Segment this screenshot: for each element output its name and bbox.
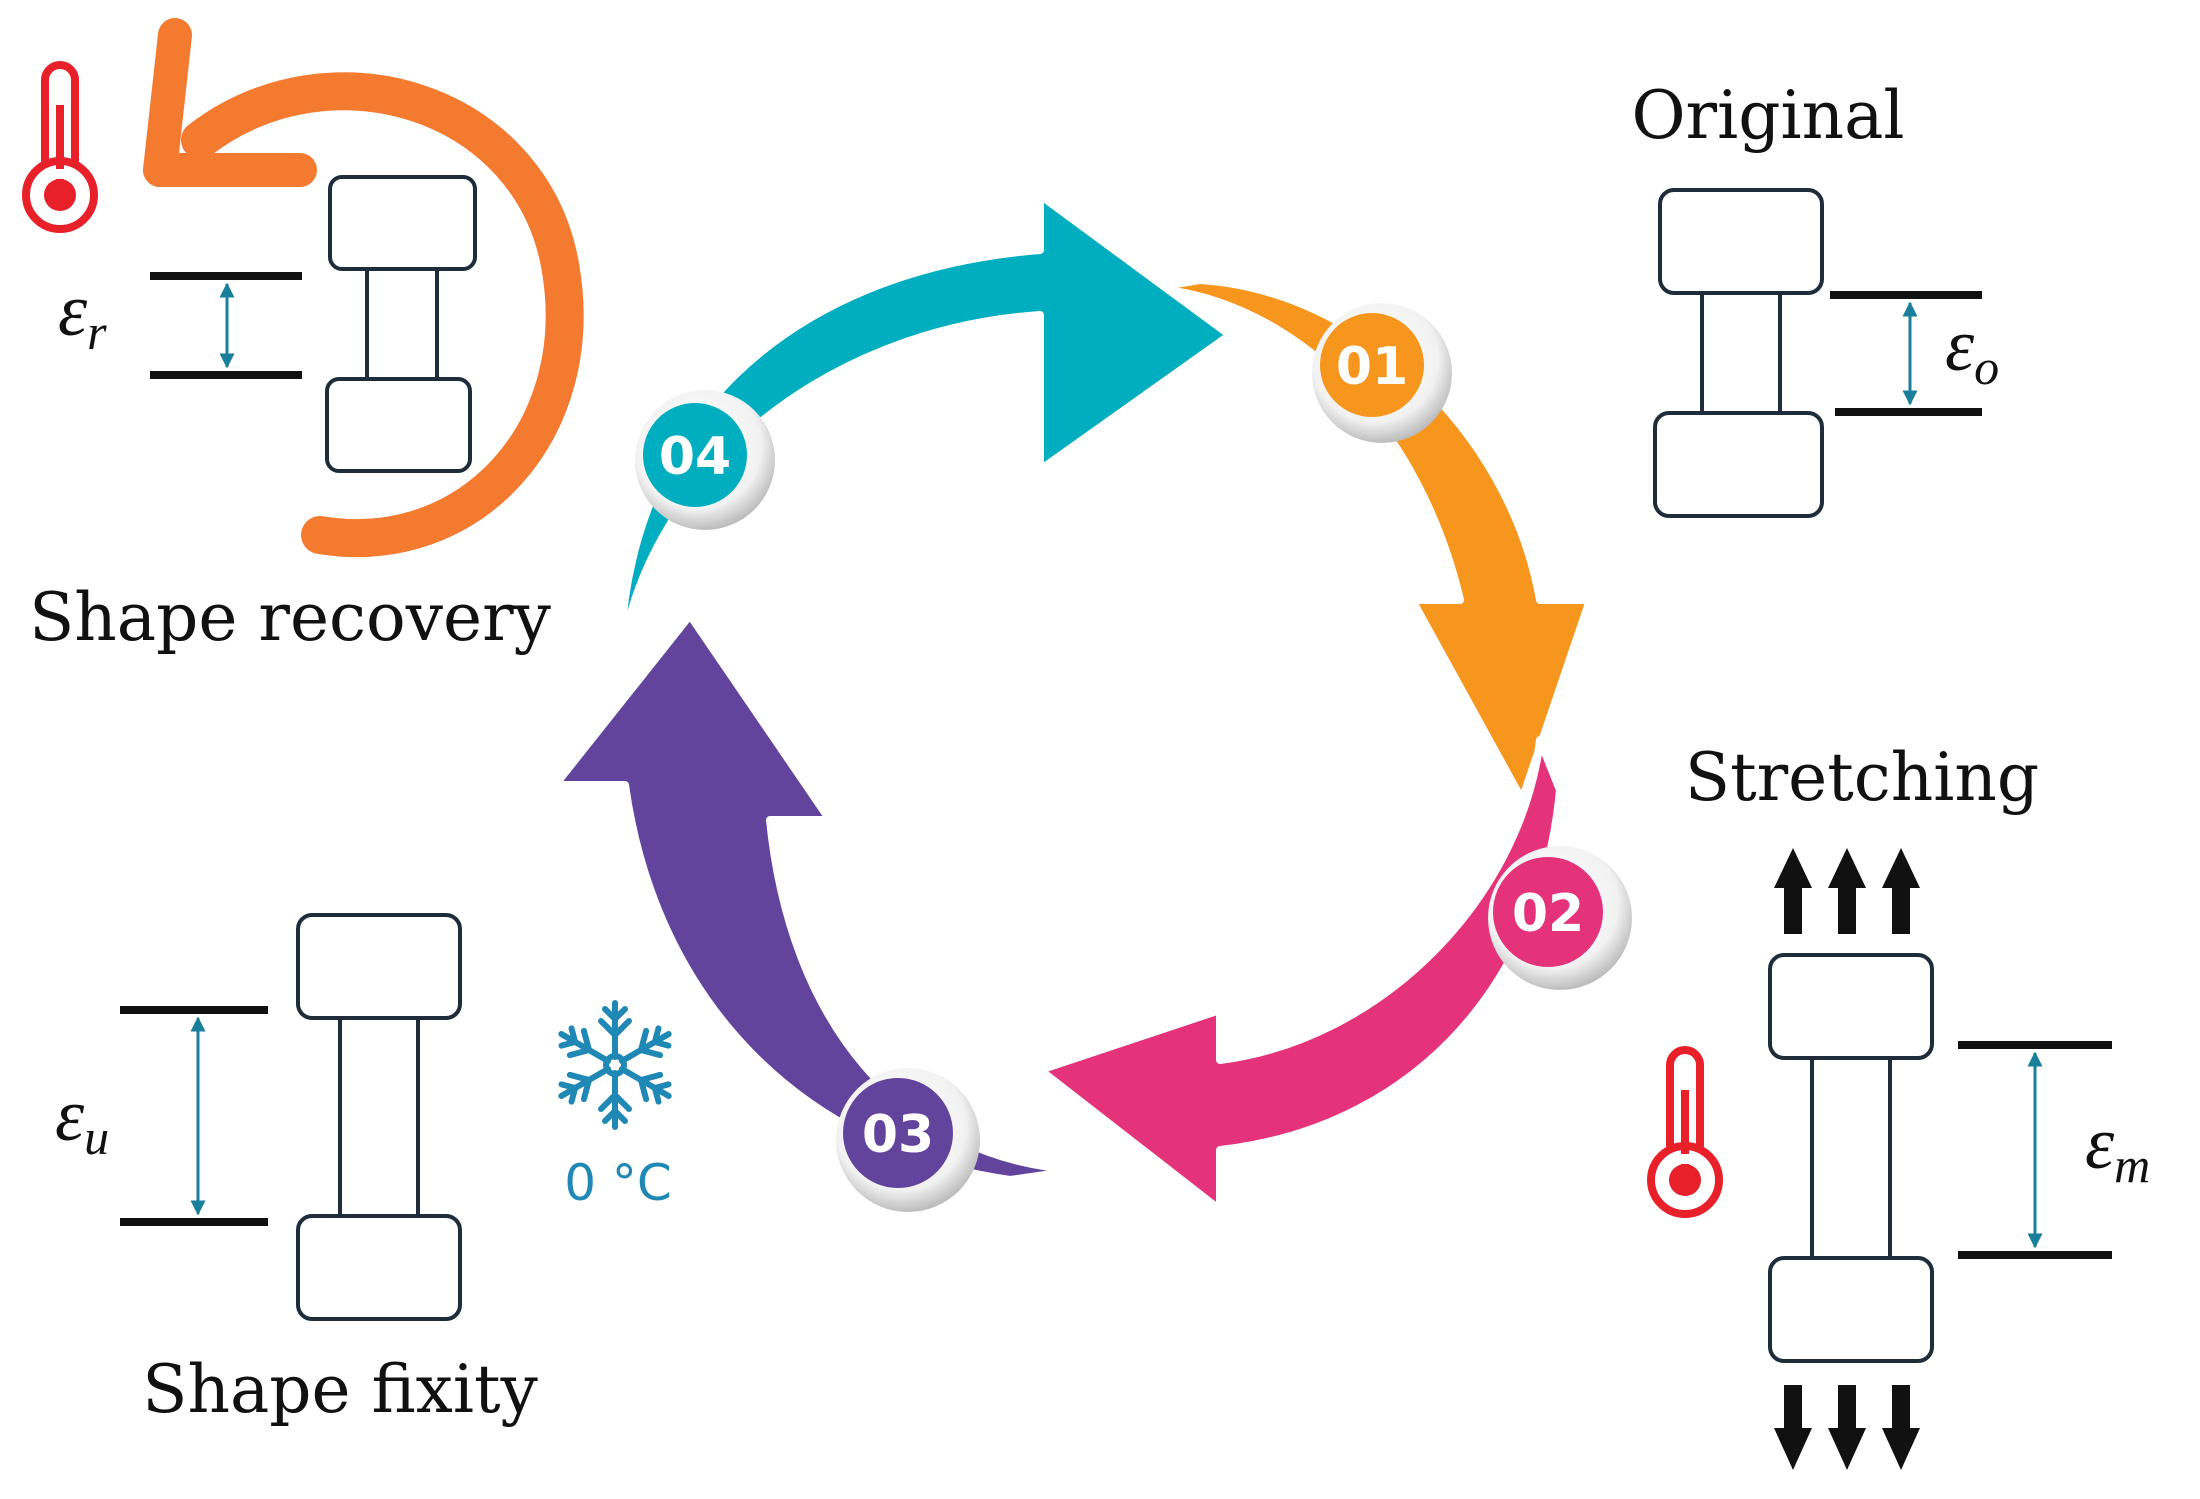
arrow-down-icon-group: [1774, 1385, 1920, 1470]
arrow-up-icon: [1774, 848, 1812, 934]
arrow-down-icon: [1774, 1385, 1812, 1470]
specimen-fixed: [296, 913, 462, 1321]
snowflake-icon: [554, 1000, 675, 1127]
original-label: Original: [1631, 77, 1904, 154]
arrow-up-icon: [1882, 848, 1920, 934]
strain-original-symbol: εo: [1945, 305, 1999, 395]
fixity-temperature: 0 °C: [564, 1154, 672, 1212]
specimen-recovered: [325, 175, 477, 473]
cycle-arrow-02: [1036, 736, 1564, 1214]
step-number-03: 03: [862, 1105, 934, 1165]
specimen-original: [1653, 188, 1824, 518]
cycle-ring: 01 02 03 04: [551, 191, 1632, 1214]
step-badge-01: 01: [1312, 303, 1452, 443]
stage-stretching: Stretching εm: [1647, 739, 2150, 1470]
strain-fixed-symbol: εu: [55, 1075, 109, 1165]
fixity-label: Shape fixity: [142, 1351, 538, 1428]
recovery-label: Shape recovery: [29, 579, 552, 656]
thermometer-icon: [22, 61, 98, 233]
arrow-up-icon-group: [1774, 848, 1920, 934]
step-number-04: 04: [659, 427, 731, 487]
stage-recovery: εr Shape recovery: [22, 18, 584, 656]
arrow-down-icon: [1828, 1385, 1866, 1470]
step-number-01: 01: [1336, 337, 1408, 397]
stretching-label: Stretching: [1685, 739, 2039, 816]
specimen-stretched: [1768, 953, 1934, 1363]
arrow-down-icon: [1882, 1385, 1920, 1470]
stage-original: Original εo: [1631, 77, 1999, 518]
step-badge-03: 03: [836, 1068, 980, 1212]
cycle-arrow-03: [551, 611, 1084, 1184]
step-badge-02: 02: [1488, 846, 1632, 990]
step-badge-04: 04: [635, 390, 775, 530]
strain-stretched-symbol: εm: [2085, 1103, 2150, 1193]
arrow-up-icon: [1828, 848, 1866, 934]
thermometer-icon: [1647, 1046, 1723, 1218]
strain-recovered-symbol: εr: [58, 270, 107, 360]
curved-arrow-icon: [143, 18, 584, 558]
step-number-02: 02: [1512, 884, 1584, 944]
stage-fixity: εu Shape fixity 0 °C: [55, 913, 676, 1428]
